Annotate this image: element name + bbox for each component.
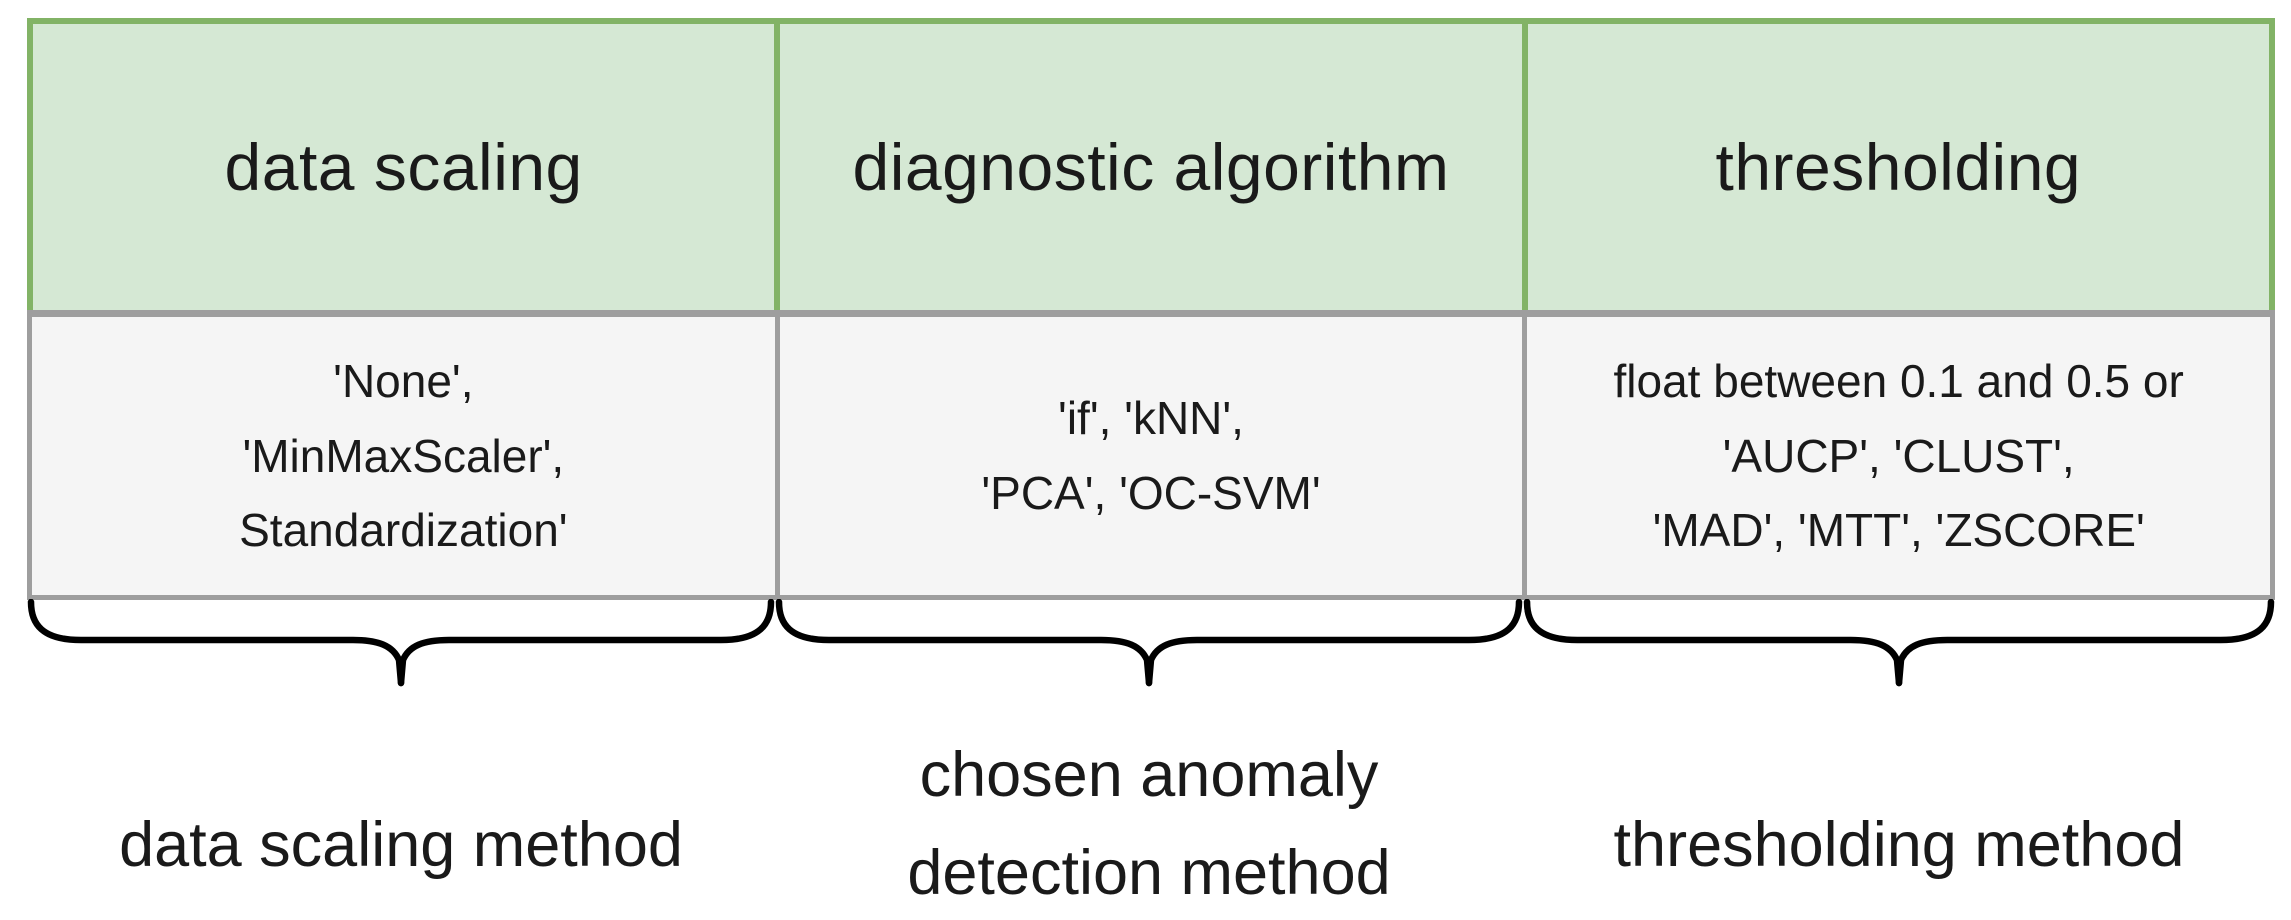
values-cell-thresholding: float between 0.1 and 0.5 or 'AUCP', 'CL… [1522,317,2270,595]
table-header-row: data scaling diagnostic algorithm thresh… [27,18,2275,310]
value-line: Standardization' [239,504,568,557]
column-label-thresholding: thresholding method [1523,796,2275,894]
value-line: 'PCA', 'OC-SVM' [981,467,1321,519]
value-line: 'None', [333,355,474,408]
header-cell-diagnostic-algorithm: diagnostic algorithm [774,24,1521,310]
curly-brace-icon [27,599,775,687]
value-line: 'if', 'kNN', [1058,392,1244,445]
parameter-table: data scaling diagnostic algorithm thresh… [27,18,2275,600]
value-line: 'AUCP', 'CLUST', [1722,429,2075,482]
value-line: 'MAD', 'MTT', 'ZSCORE' [1652,504,2145,557]
header-cell-data-scaling: data scaling [33,24,774,310]
header-label: data scaling [224,130,583,204]
table-body-row: 'None', 'MinMaxScaler', Standardization'… [27,310,2275,600]
label-line: data scaling method [119,810,683,880]
label-line: detection method [907,838,1391,909]
column-label-diagnostic-algorithm: chosen anomaly detection method [775,726,1523,920]
label-line: thresholding method [1613,810,2185,880]
value-line: 'MinMaxScaler', [242,429,565,482]
curly-brace-icon [775,599,1523,687]
header-label: diagnostic algorithm [852,130,1450,204]
values-cell-data-scaling: 'None', 'MinMaxScaler', Standardization' [32,317,775,595]
values-cell-diagnostic-algorithm: 'if', 'kNN', 'PCA', 'OC-SVM' [774,317,1523,595]
curly-brace-icon [1523,599,2275,687]
header-label: thresholding [1715,130,2082,204]
label-line: chosen anomaly [919,740,1379,810]
value-line: float between 0.1 and 0.5 or [1613,355,2184,408]
header-cell-thresholding: thresholding [1521,24,2269,310]
column-label-data-scaling: data scaling method [27,796,775,894]
